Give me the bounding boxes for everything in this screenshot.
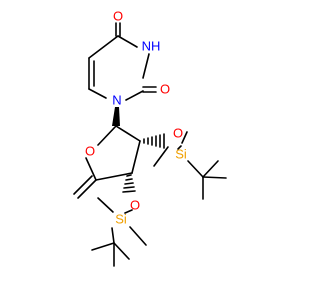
bond-c2-c1 <box>115 125 141 142</box>
bond-si-me1-upper <box>153 146 169 167</box>
bond-si-tbu-upper <box>187 160 204 178</box>
bond-c5-c4 <box>88 35 119 59</box>
bond-si-me2-upper <box>181 131 188 144</box>
atom-n-ring: N <box>112 93 121 108</box>
atom-o-furanose: O <box>85 144 95 159</box>
bond-c4-n3 <box>117 35 138 48</box>
atom-labels: O NH O N O O Si O Si <box>85 9 187 227</box>
atom-o-carbonyl-right: O <box>160 82 170 97</box>
bond-c2-n1 <box>125 90 144 101</box>
bond-tbu-c1-lower <box>91 242 115 251</box>
tbs-group-lower <box>91 197 147 267</box>
bond-si-me1-lower <box>97 197 114 213</box>
sugar-ring <box>73 125 141 199</box>
atom-si-lower: Si <box>115 212 127 227</box>
bond-tbu-c2-lower <box>113 242 130 260</box>
bond-c3-c2 <box>131 140 141 174</box>
bond-o-si-upper <box>177 145 182 150</box>
tbs-group-upper <box>153 131 227 200</box>
atom-nh: NH <box>142 39 161 54</box>
bond-c1-o4 <box>97 125 117 146</box>
bond-c3-o-hashed <box>122 174 136 193</box>
bond-tbu-c3-upper <box>202 160 219 178</box>
atom-o-silyloxy-lower: O <box>130 198 140 213</box>
bond-n1-c6 <box>88 88 107 99</box>
atom-si-upper: Si <box>175 147 187 162</box>
bond-o-si-lower <box>124 209 133 214</box>
bond-o4-c4 <box>85 157 97 181</box>
bond-tbu-c2-upper <box>202 176 227 179</box>
bond-n1-c1prime-wedge <box>112 107 120 126</box>
bond-c4-c3 <box>95 172 133 181</box>
molecule-structure: O NH O N O O Si O Si <box>73 9 227 267</box>
bond-c4-ch2 <box>77 179 97 199</box>
bond-c4-ch2-double <box>73 175 93 195</box>
atom-o-silyloxy-upper: O <box>173 126 183 141</box>
bond-c2-o-hashed <box>143 133 165 149</box>
uracil-ring <box>88 22 157 101</box>
bond-si-me2-lower <box>129 226 147 246</box>
bond-n3-c2 <box>142 53 150 79</box>
bond-si-tbu-lower <box>111 227 115 244</box>
atom-o-carbonyl-top: O <box>113 9 123 24</box>
